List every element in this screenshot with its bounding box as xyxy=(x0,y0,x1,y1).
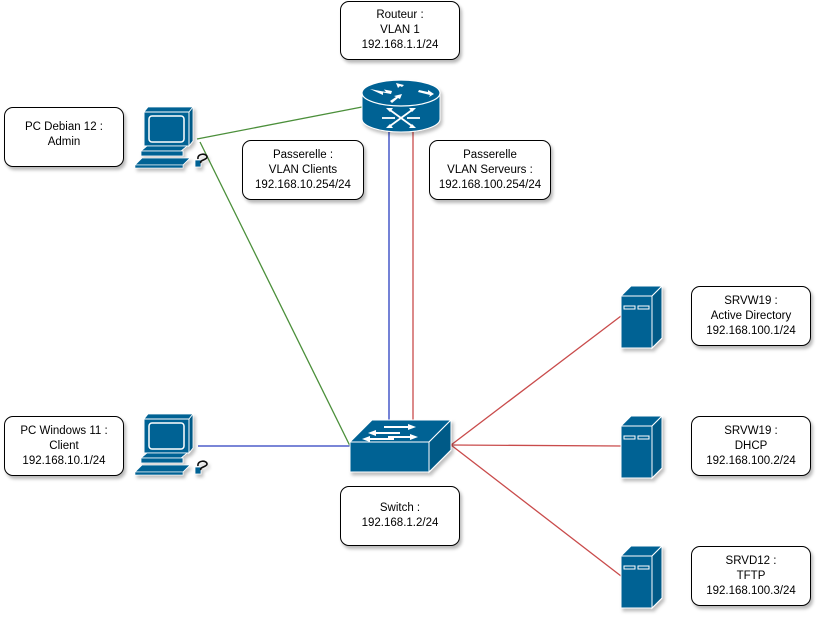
pc-client-icon[interactable] xyxy=(134,412,208,476)
srv-tftp-label-line-2: TFTP xyxy=(736,569,766,582)
router-icon[interactable] xyxy=(361,79,441,133)
srv-dhcp-label-line-2: DHCP xyxy=(734,439,768,452)
router-label-line-1: Routeur : xyxy=(376,9,424,21)
gateway-clients-line-3: 192.168.10.254/24 xyxy=(255,178,351,191)
srv-ad-label-line-1: SRVW19 : xyxy=(724,294,778,307)
srv-dhcp-label-line-1: SRVW19 : xyxy=(724,424,778,437)
server-dhcp-icon[interactable] xyxy=(619,414,664,480)
pc-admin-label-line-1: PC Debian 12 : xyxy=(25,121,103,133)
server-tftp-icon[interactable] xyxy=(619,544,664,610)
pc-client-label-line-2: Client xyxy=(49,439,79,452)
gateway-servers-line-2: VLAN Serveurs : xyxy=(447,163,533,176)
server-ad-icon[interactable] xyxy=(619,284,664,350)
gateway-clients-line-2: VLAN Clients xyxy=(268,163,338,176)
router-label[interactable]: Routeur : VLAN 1 192.168.1.1/24 xyxy=(340,1,460,60)
pc-client-label[interactable]: PC Windows 11 : Client 192.168.10.1/24 xyxy=(4,416,124,476)
switch-label-line-2: 192.168.1.2/24 xyxy=(361,517,439,529)
srv-dhcp-label-line-3: 192.168.100.2/24 xyxy=(706,454,796,467)
srv-tftp-label-line-1: SRVD12 : xyxy=(725,554,777,567)
link-admin-switch[interactable] xyxy=(199,141,351,447)
srv-tftp-label-line-3: 192.168.100.3/24 xyxy=(706,584,796,597)
router-label-line-3: 192.168.1.1/24 xyxy=(361,39,439,51)
srv-ad-label-line-3: 192.168.100.1/24 xyxy=(706,324,796,337)
link-switch-srv-dhcp[interactable] xyxy=(450,444,622,447)
pc-admin-label-line-2: Admin xyxy=(47,136,81,148)
srv-tftp-label[interactable]: SRVD12 : TFTP 192.168.100.3/24 xyxy=(691,546,811,606)
srv-dhcp-label[interactable]: SRVW19 : DHCP 192.168.100.2/24 xyxy=(691,416,811,476)
srv-ad-label[interactable]: SRVW19 : Active Directory 192.168.100.1/… xyxy=(691,286,811,346)
switch-icon[interactable] xyxy=(348,418,453,474)
srv-ad-label-line-2: Active Directory xyxy=(710,309,792,322)
switch-label[interactable]: Switch : 192.168.1.2/24 xyxy=(340,486,460,546)
link-admin-router[interactable] xyxy=(196,106,363,140)
pc-admin-label[interactable]: PC Debian 12 : Admin xyxy=(4,107,124,167)
pc-client-label-line-1: PC Windows 11 : xyxy=(20,424,108,437)
gateway-servers-label[interactable]: Passerelle VLAN Serveurs : 192.168.100.2… xyxy=(429,140,551,200)
gateway-servers-line-3: 192.168.100.254/24 xyxy=(438,178,542,191)
gateway-clients-label[interactable]: Passerelle : VLAN Clients 192.168.10.254… xyxy=(242,140,364,200)
pc-admin-icon[interactable] xyxy=(134,105,208,169)
gateway-servers-line-1: Passerelle xyxy=(463,148,517,161)
links xyxy=(196,106,622,577)
gateway-clients-line-1: Passerelle : xyxy=(272,148,334,161)
link-switch-srv-ad[interactable] xyxy=(450,315,622,446)
router-label-line-2: VLAN 1 xyxy=(380,24,420,36)
pc-client-label-line-3: 192.168.10.1/24 xyxy=(22,454,106,467)
switch-label-line-1: Switch : xyxy=(379,502,421,514)
link-switch-srv-tftp[interactable] xyxy=(450,444,622,577)
